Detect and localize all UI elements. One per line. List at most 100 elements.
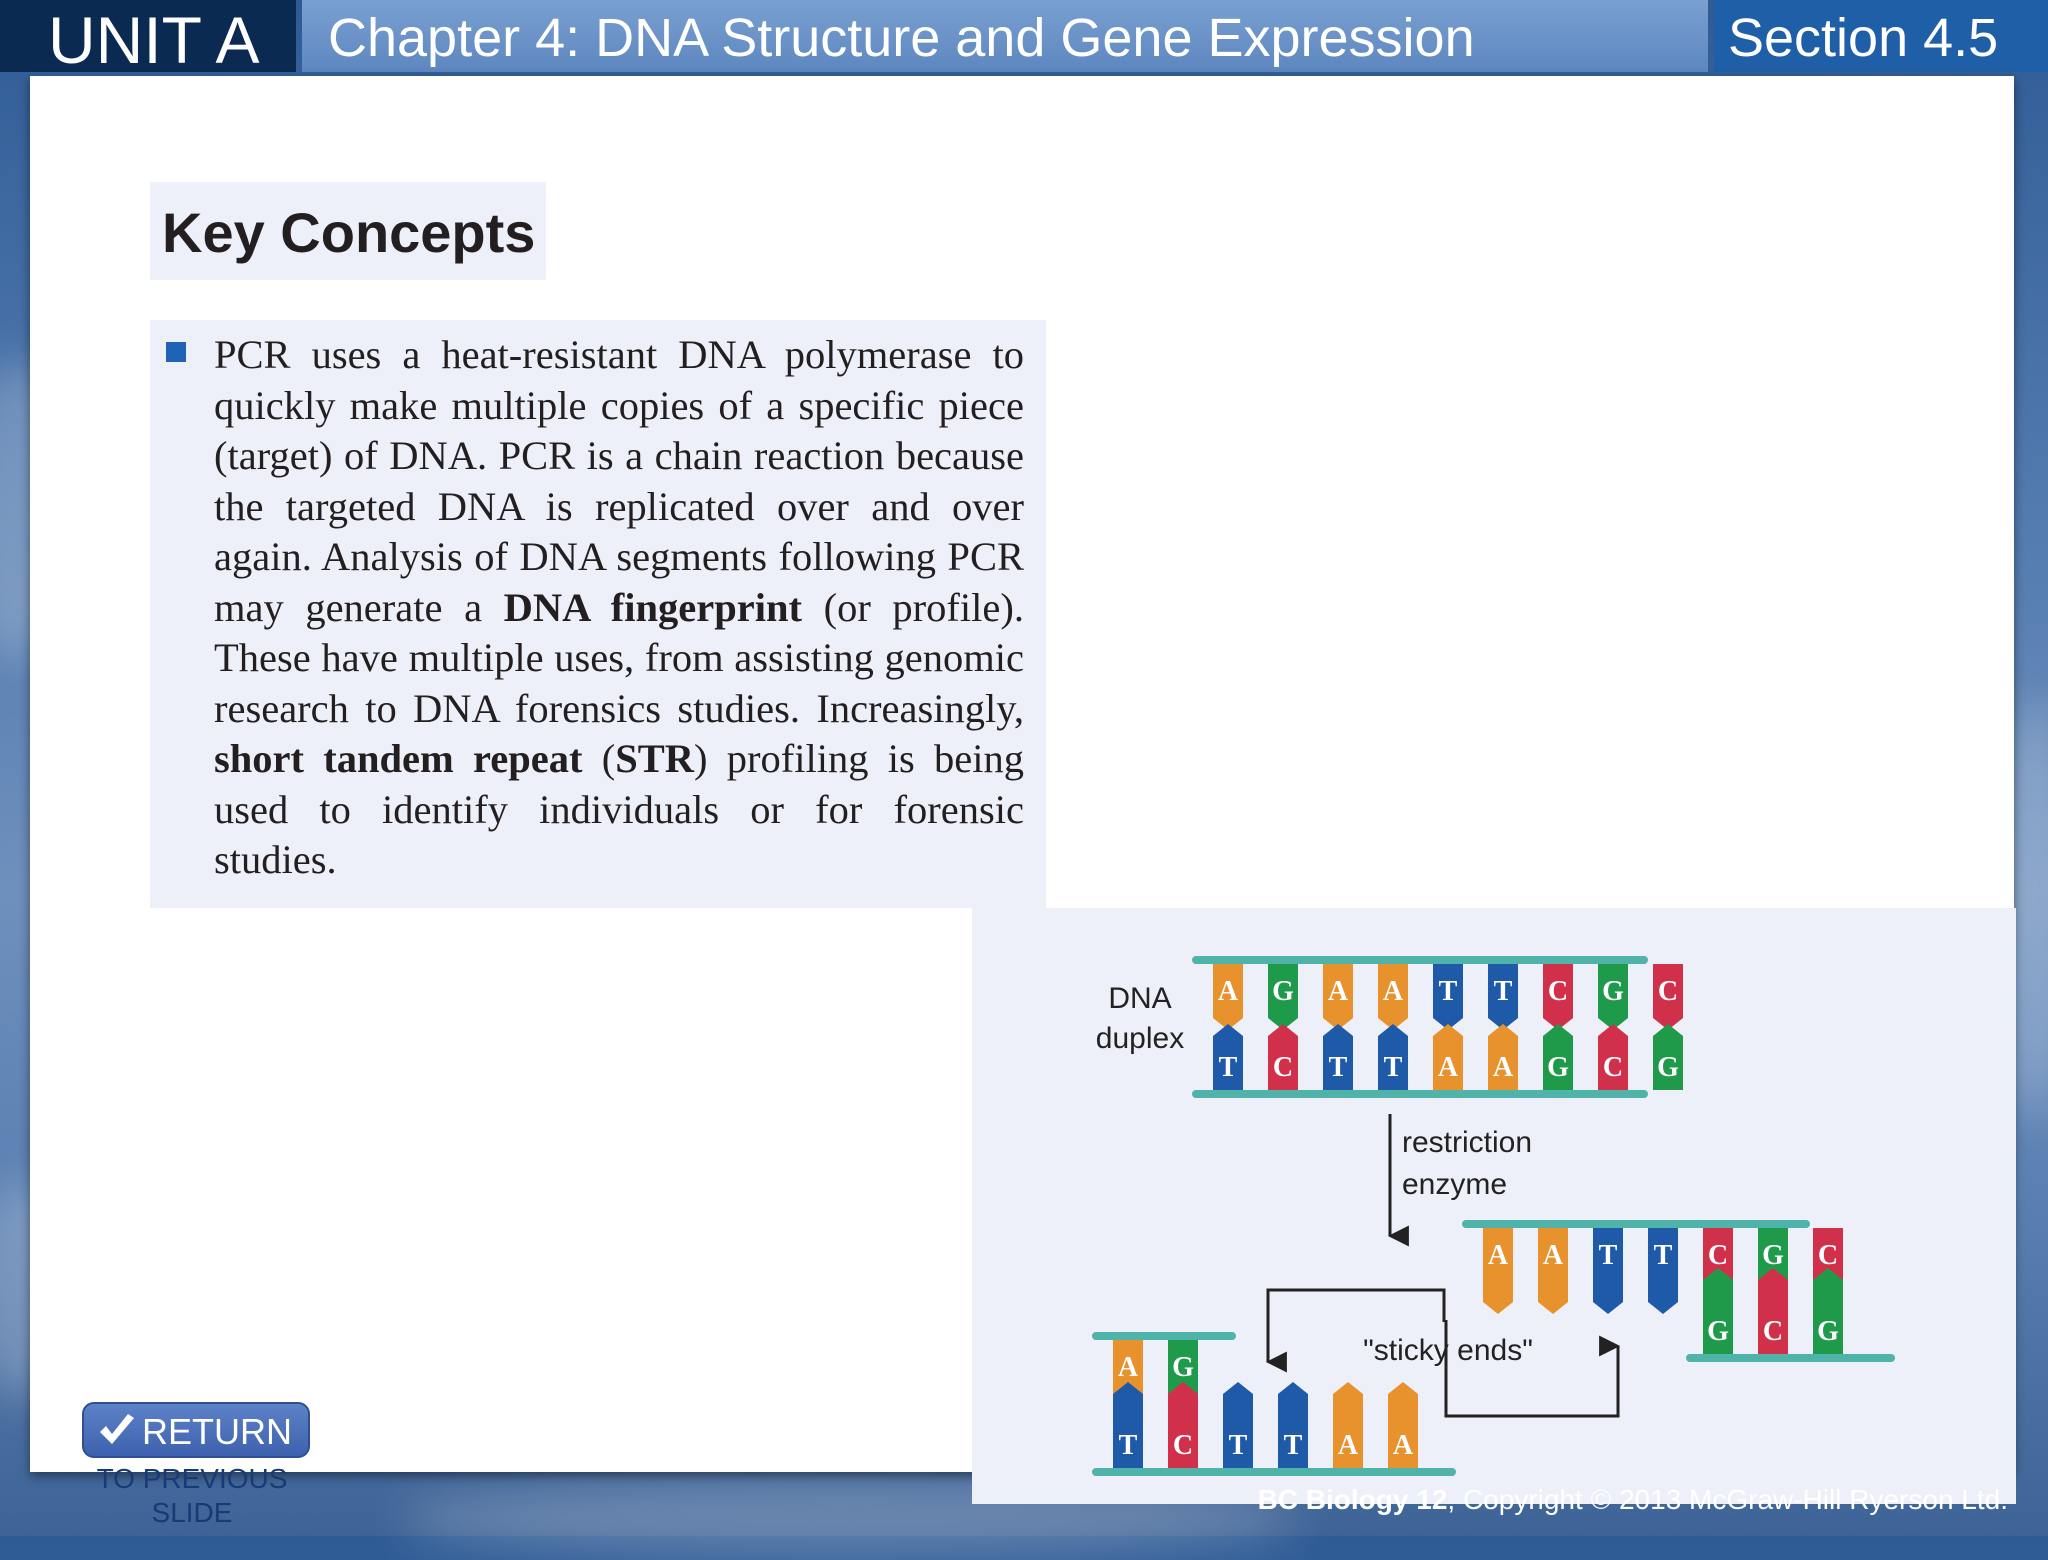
nucleotide-base bbox=[1378, 1024, 1408, 1090]
dna-backbone bbox=[1192, 1090, 1648, 1098]
dna-duplex-label-1: DNA bbox=[1108, 982, 1171, 1015]
return-button-caption[interactable]: TO PREVIOUS SLIDE bbox=[82, 1462, 302, 1530]
nucleotide-letter: A bbox=[1218, 976, 1239, 1007]
return-caption-line-1: TO PREVIOUS bbox=[96, 1463, 288, 1494]
restriction-enzyme-label-2: enzyme bbox=[1402, 1168, 1507, 1201]
bullet-square-icon bbox=[166, 342, 186, 362]
paragraph-text: ( bbox=[582, 736, 616, 781]
nucleotide-letter: C bbox=[1603, 1052, 1623, 1083]
nucleotide-base bbox=[1653, 964, 1683, 1030]
dna-duplex-label-2: duplex bbox=[1096, 1022, 1184, 1055]
nucleotide-letter: A bbox=[1488, 1240, 1509, 1271]
nucleotide-base bbox=[1483, 1228, 1513, 1314]
section-label: Section 4.5 bbox=[1714, 0, 2048, 72]
nucleotide-base bbox=[1758, 1268, 1788, 1354]
dna-backbone bbox=[1462, 1220, 1810, 1228]
nucleotide-base bbox=[1378, 964, 1408, 1030]
nucleotide-letter: G bbox=[1707, 1316, 1729, 1347]
nucleotide-base bbox=[1333, 1382, 1363, 1468]
nucleotide-base bbox=[1703, 1268, 1733, 1354]
nucleotide-letter: T bbox=[1654, 1240, 1673, 1271]
nucleotide-letter: T bbox=[1599, 1240, 1618, 1271]
paragraph-text: PCR uses a heat-resistant DNA polymerase… bbox=[214, 332, 1024, 630]
nucleotide-base bbox=[1213, 1024, 1243, 1090]
sticky-end-arrow-right bbox=[1444, 1320, 1621, 1418]
nucleotide-letter: T bbox=[1119, 1430, 1138, 1461]
nucleotide-base bbox=[1813, 1268, 1843, 1354]
nucleotide-base bbox=[1323, 964, 1353, 1030]
key-concepts-text-box: PCR uses a heat-resistant DNA polymerase… bbox=[150, 320, 1046, 908]
nucleotide-letter: C bbox=[1658, 976, 1678, 1007]
key-term: STR bbox=[615, 736, 695, 781]
dna-backbone bbox=[1192, 956, 1648, 964]
nucleotide-letter: A bbox=[1543, 1240, 1564, 1271]
nucleotide-base bbox=[1223, 1382, 1253, 1468]
nucleotide-letter: C bbox=[1708, 1240, 1728, 1271]
nucleotide-base bbox=[1538, 1228, 1568, 1314]
nucleotide-letter: G bbox=[1762, 1240, 1784, 1271]
nucleotide-base bbox=[1433, 1024, 1463, 1090]
chapter-title: Chapter 4: DNA Structure and Gene Expres… bbox=[302, 0, 1708, 72]
nucleotide-base bbox=[1168, 1382, 1198, 1468]
nucleotide-letter: C bbox=[1818, 1240, 1838, 1271]
return-caption-line-2: SLIDE bbox=[151, 1497, 233, 1528]
nucleotide-base bbox=[1388, 1382, 1418, 1468]
dna-backbone bbox=[1092, 1332, 1236, 1340]
footer-book-title: BC Biology 12 bbox=[1257, 1484, 1448, 1515]
nucleotide-letter: G bbox=[1172, 1352, 1194, 1383]
nucleotide-base bbox=[1278, 1382, 1308, 1468]
nucleotide-letter: T bbox=[1494, 976, 1513, 1007]
nucleotide-letter: G bbox=[1817, 1316, 1839, 1347]
return-button-label: RETURN bbox=[142, 1411, 292, 1452]
key-term: short tandem repeat bbox=[214, 736, 583, 781]
key-term: DNA fingerprint bbox=[503, 584, 802, 630]
nucleotide-letter: A bbox=[1383, 976, 1404, 1007]
dna-backbone bbox=[1092, 1468, 1456, 1476]
nucleotide-letter: C bbox=[1548, 976, 1568, 1007]
nucleotide-letter: A bbox=[1438, 1052, 1459, 1083]
nucleotide-letter: G bbox=[1602, 976, 1624, 1007]
nucleotide-base bbox=[1323, 1024, 1353, 1090]
nucleotide-letter: T bbox=[1439, 976, 1458, 1007]
nucleotide-base bbox=[1268, 1024, 1298, 1090]
nucleotide-base bbox=[1543, 1024, 1573, 1090]
nucleotide-letter: C bbox=[1173, 1430, 1193, 1461]
sticky-ends-label: "sticky ends" bbox=[1363, 1334, 1533, 1367]
nucleotide-base bbox=[1433, 964, 1463, 1030]
nucleotide-letter: T bbox=[1219, 1052, 1238, 1083]
unit-label: UNIT A bbox=[0, 0, 296, 77]
nucleotide-base bbox=[1543, 964, 1573, 1030]
nucleotide-base bbox=[1598, 1024, 1628, 1090]
slide-header: UNIT A Chapter 4: DNA Structure and Gene… bbox=[0, 0, 2048, 77]
nucleotide-letter: G bbox=[1547, 1052, 1569, 1083]
nucleotide-letter: G bbox=[1657, 1052, 1679, 1083]
nucleotide-base bbox=[1268, 964, 1298, 1030]
nucleotide-base bbox=[1593, 1228, 1623, 1314]
nucleotide-letter: T bbox=[1229, 1430, 1248, 1461]
return-button[interactable]: RETURN bbox=[82, 1402, 310, 1458]
nucleotide-base bbox=[1488, 964, 1518, 1030]
nucleotide-letter: A bbox=[1393, 1430, 1414, 1461]
nucleotide-letter: G bbox=[1272, 976, 1294, 1007]
copyright-footer: BC Biology 12, Copyright © 2013 McGraw-H… bbox=[1258, 1484, 2008, 1516]
footer-copyright: , Copyright © 2013 McGraw-Hill Ryerson L… bbox=[1447, 1484, 2008, 1515]
key-concepts-paragraph: PCR uses a heat-resistant DNA polymerase… bbox=[214, 330, 1024, 886]
nucleotide-letter: T bbox=[1384, 1052, 1403, 1083]
nucleotide-letter: A bbox=[1338, 1430, 1359, 1461]
nucleotide-letter: A bbox=[1493, 1052, 1514, 1083]
nucleotide-letter: A bbox=[1118, 1352, 1139, 1383]
nucleotide-base bbox=[1113, 1382, 1143, 1468]
nucleotide-base bbox=[1488, 1024, 1518, 1090]
key-concepts-heading-box: Key Concepts bbox=[150, 182, 546, 280]
paragraph-text: ) profiling is being used to identify in… bbox=[214, 736, 1024, 882]
nucleotide-letter: C bbox=[1273, 1052, 1293, 1083]
nucleotide-base bbox=[1598, 964, 1628, 1030]
return-arrow-icon bbox=[100, 1414, 134, 1444]
slide-content: Key Concepts PCR uses a heat-resistant D… bbox=[30, 76, 2016, 1528]
key-concepts-title: Key Concepts bbox=[162, 201, 536, 264]
